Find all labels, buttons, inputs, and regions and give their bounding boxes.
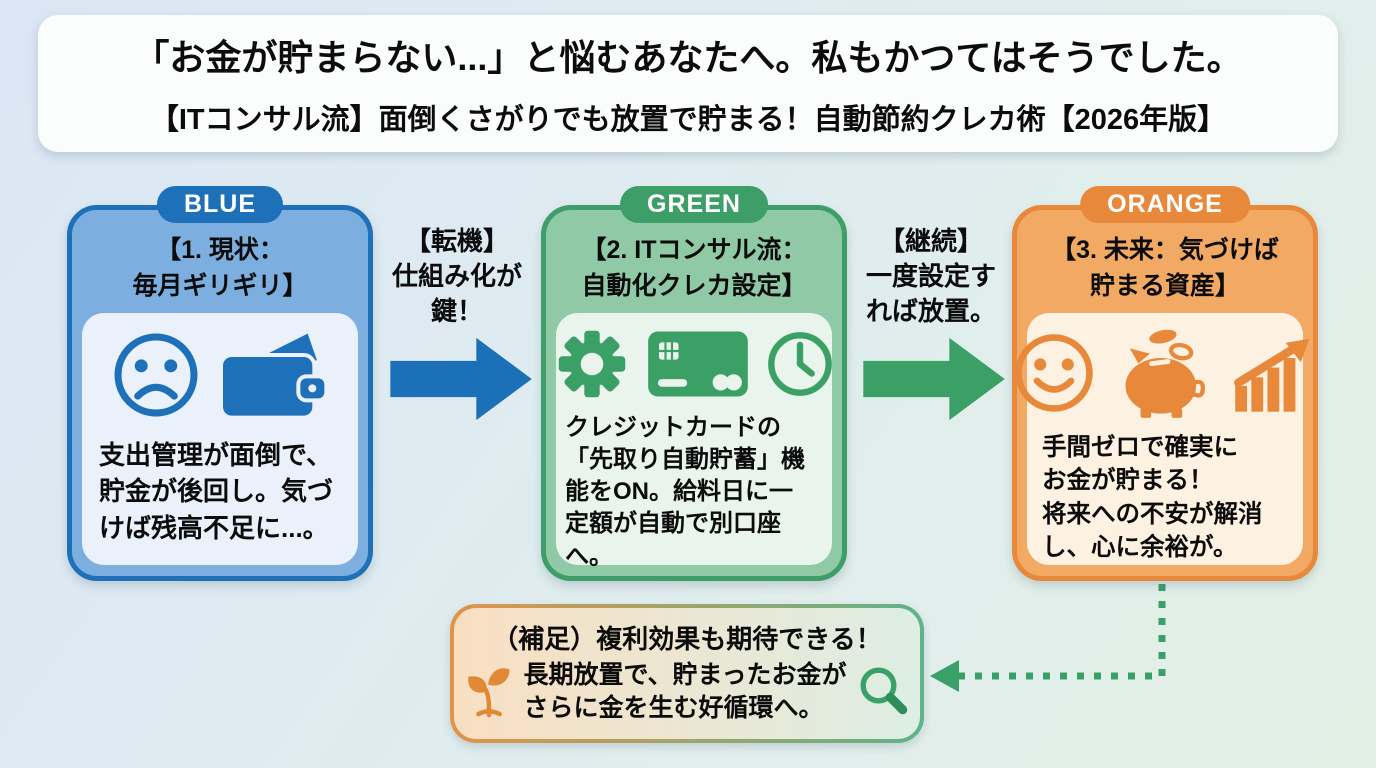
card-automation-setup: GREEN 【2. ITコンサル流： 自動化クレカ設定】 (541, 186, 847, 581)
note-box-inner: （補足）複利効果も期待できる！ 長期放置で、貯まったお金が さらに金を生む好循環… (454, 608, 920, 739)
body-line: 能をON。給料日に一 (565, 478, 793, 506)
note-body-text: 長期放置で、貯まったお金が さらに金を生む好循環へ。 (523, 659, 846, 725)
transition-label-line: れば放置。 (865, 296, 996, 327)
body-line: クレジットカードの (565, 414, 781, 441)
sad-face-icon (111, 330, 201, 425)
card-title-line: 貯まる資産】 (1089, 271, 1240, 300)
card-title: 【1. 現状： 毎月ギリギリ】 (72, 233, 368, 304)
body-line: お金が貯まる！ (1042, 467, 1214, 495)
card-future-assets: ORANGE 【3. 未来：気づけば 貯まる資産】 (1012, 186, 1318, 581)
card-title: 【2. ITコンサル流： 自動化クレカ設定】 (546, 233, 842, 304)
main-title: 「お金が貯まらない...」と悩むあなたへ。私もかつてはそうでした。 (133, 37, 1243, 78)
body-line: し、心に余裕が。 (1042, 534, 1238, 562)
magnifier-icon (856, 663, 910, 722)
card-icons (1012, 325, 1318, 427)
card-panel: クレジットカードの 「先取り自動貯蓄」機 能をON。給料日に一 定額が自動で別口… (554, 313, 834, 570)
card-title-line: 【1. 現状： (156, 236, 284, 264)
credit-card-icon (646, 325, 750, 408)
card-title-line: 毎月ギリギリ】 (132, 271, 308, 300)
transition-label-line: 【転機】 (404, 226, 509, 256)
body-line: 手間ゼロで確実に (1042, 433, 1238, 461)
badge-orange: ORANGE (1080, 186, 1250, 223)
gear-icon (554, 326, 630, 407)
wallet-icon (217, 327, 329, 428)
note-title: （補足）複利効果も期待できる！ (492, 624, 882, 654)
note-box: （補足）複利効果も期待できる！ 長期放置で、貯まったお金が さらに金を生む好循環… (450, 604, 924, 743)
card-panel: 支出管理が面倒で、 貯金が後回し。気づ けば残高不足に...。 (82, 313, 358, 565)
card-panel: 手間ゼロで確実に お金が貯まる！ 将来への不安が解消 し、心に余裕が。 (1015, 313, 1310, 565)
transition-1-label: 【転機】 仕組み化が 鍵！ (375, 224, 539, 329)
note-content-row: 長期放置で、貯まったお金が さらに金を生む好循環へ。 (454, 659, 919, 725)
card-icons (554, 325, 834, 408)
body-line: 定額が自動で別口座へ。 (565, 510, 781, 570)
card-icons (111, 325, 329, 429)
card-title-line: 自動化クレカ設定】 (581, 271, 807, 300)
transition-label-line: 鍵！ (430, 296, 483, 327)
sprout-icon (464, 662, 514, 723)
badge-green: GREEN (620, 186, 768, 223)
body-line: 将来への不安が解消 (1042, 500, 1263, 528)
clock-icon (766, 330, 834, 403)
card-body-text: クレジットカードの 「先取り自動貯蓄」機 能をON。給料日に一 定額が自動で別口… (556, 412, 832, 573)
card-title-line: 【3. 未来：気づけば (1051, 236, 1279, 264)
body-line: 長期放置で、貯まったお金が (523, 661, 847, 689)
header-banner: 「お金が貯まらない...」と悩むあなたへ。私もかつてはそうでした。 【ITコンサ… (38, 15, 1338, 152)
card-title: 【3. 未来：気づけば 貯まる資産】 (1017, 233, 1313, 304)
transition-label-line: 仕組み化が (391, 261, 522, 292)
piggy-bank-icon (1112, 327, 1216, 424)
body-line: けば残高不足に...。 (99, 512, 329, 543)
transition-label-line: 【継続】 (878, 226, 983, 256)
subtitle: 【ITコンサル流】面倒くさがりでも放置で貯まる！自動節約クレカ術【2026年版】 (149, 104, 1227, 136)
arrow-green-right (861, 336, 1009, 422)
transition-label-line: 一度設定す (865, 261, 996, 292)
body-line: 支出管理が面倒で、 (99, 440, 332, 470)
transition-2-label: 【継続】 一度設定す れば放置。 (849, 224, 1013, 329)
badge-blue: BLUE (156, 186, 284, 223)
arrow-blue-right (388, 336, 536, 422)
card-body-text: 手間ゼロで確実に お金が貯まる！ 将来への不安が解消 し、心に余裕が。 (1027, 431, 1303, 565)
card-current-state: BLUE 【1. 現状： 毎月ギリギリ】 (67, 186, 373, 581)
card-body-text: 支出管理が面倒で、 貯金が後回し。気づ けば残高不足に...。 (82, 437, 358, 546)
body-line: さらに金を生む好循環へ。 (523, 694, 824, 722)
card-title-line: 【2. ITコンサル流： (581, 236, 807, 264)
body-line: 貯金が後回し。気づ (99, 476, 334, 507)
growth-chart-icon (1232, 334, 1318, 417)
smiley-face-icon (1012, 331, 1096, 420)
body-line: 「先取り自動貯蓄」機 (565, 446, 805, 474)
